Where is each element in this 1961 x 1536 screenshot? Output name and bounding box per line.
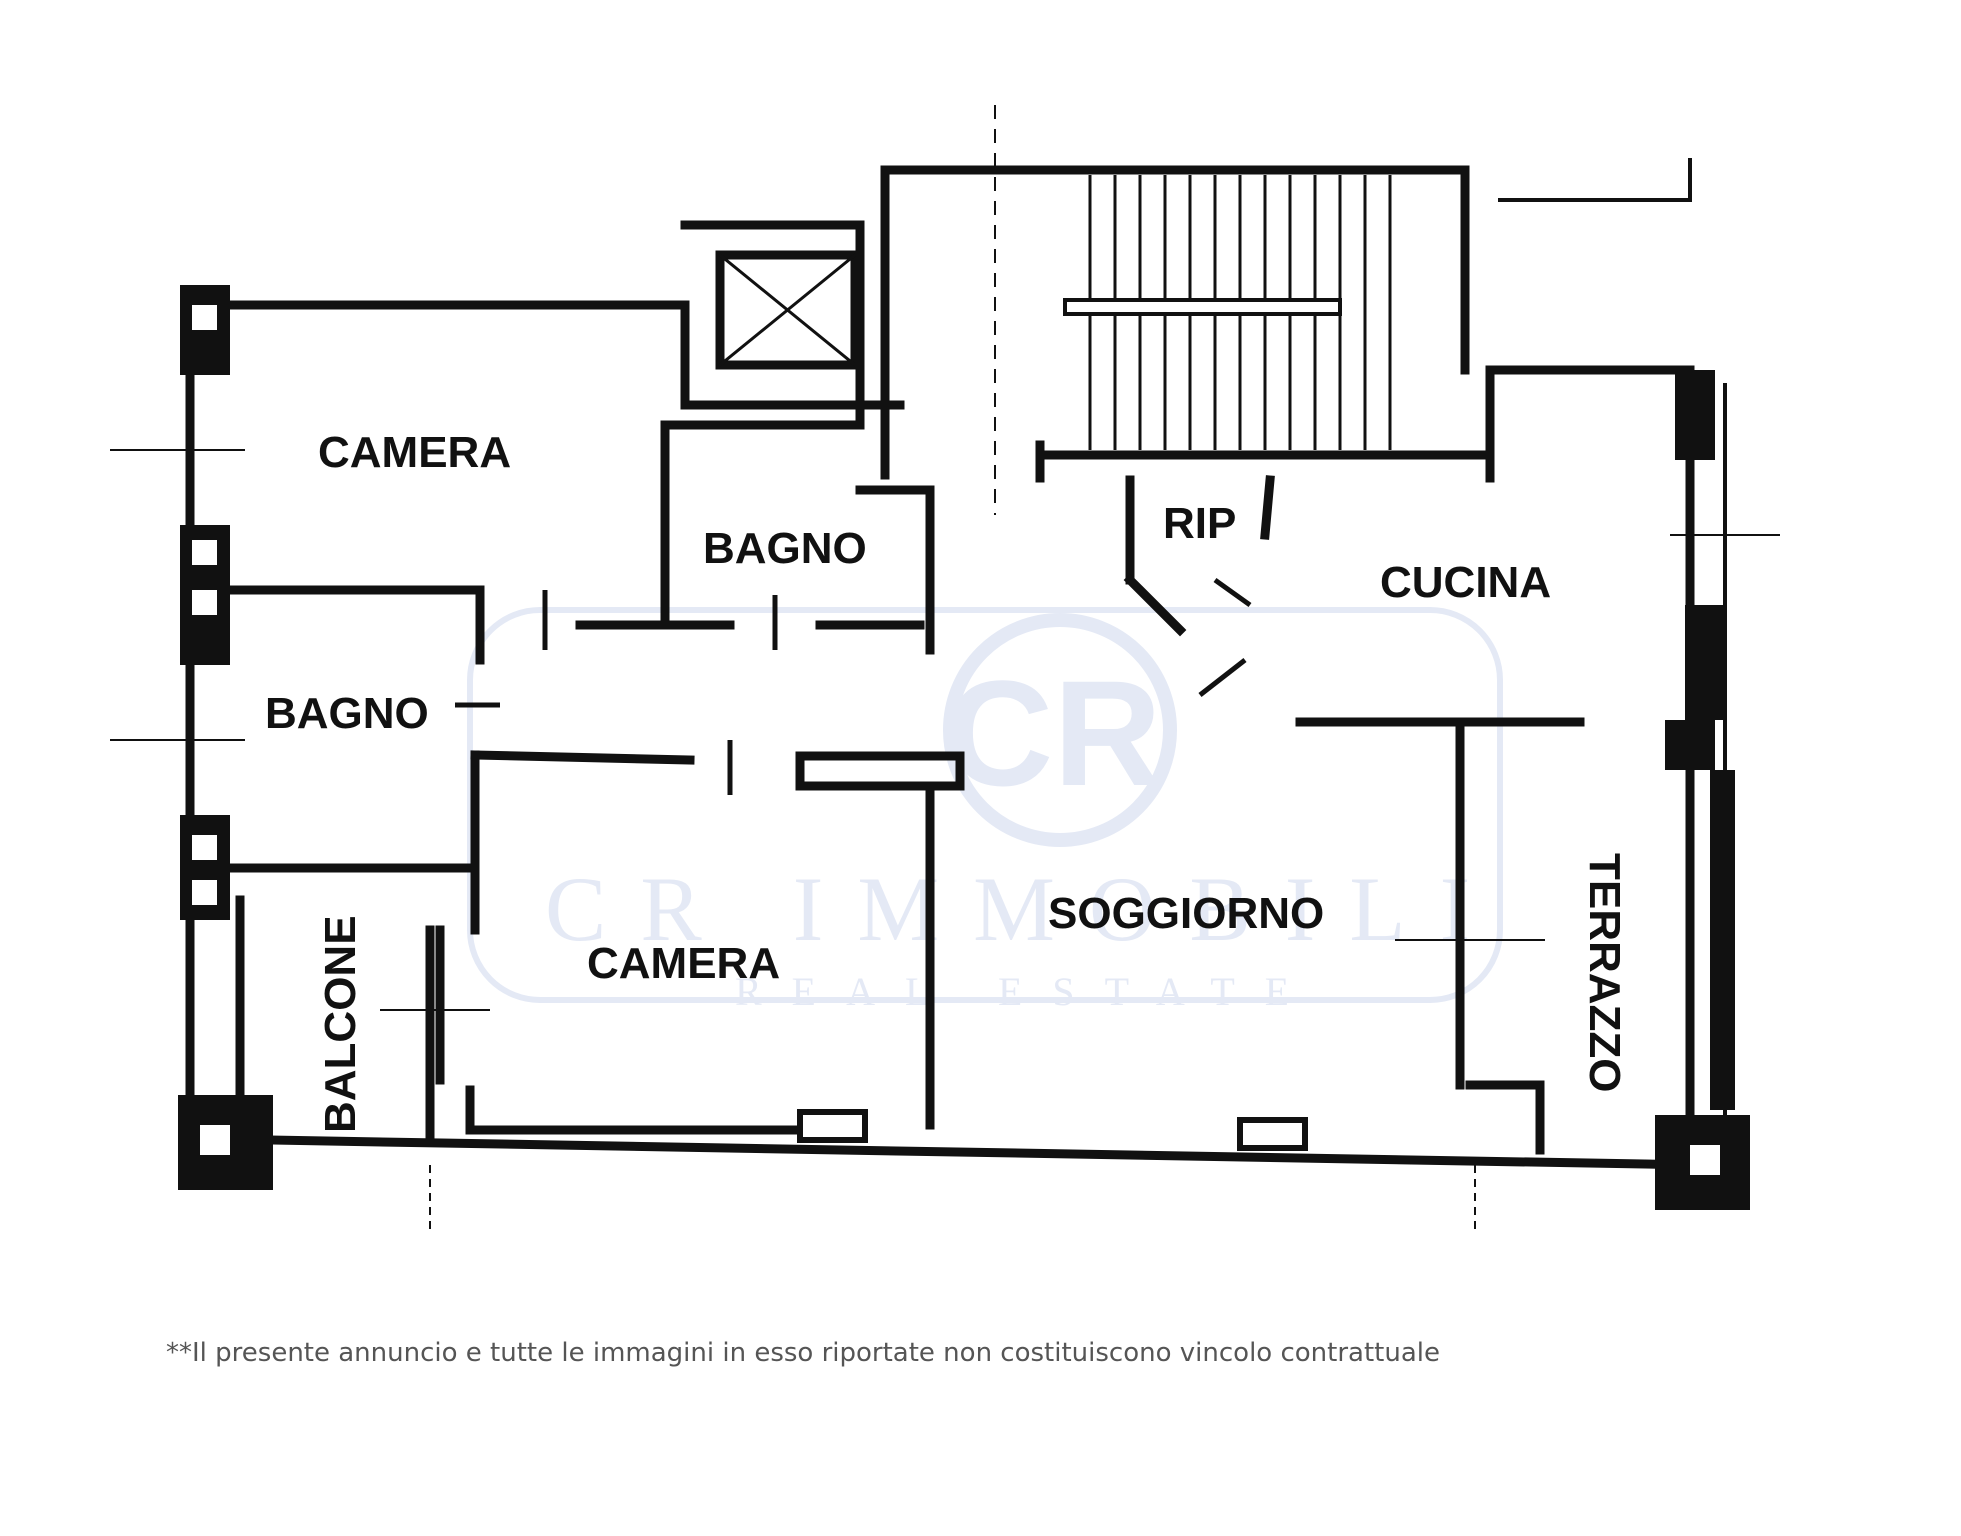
watermark: CR CR IMMOBILI REAL ESTATE	[467, 607, 1504, 1014]
dimension-lines	[110, 105, 1780, 1235]
room-label-terrazzo: TERRAZZO	[1580, 853, 1629, 1093]
watermark-tagline: REAL ESTATE	[735, 969, 1319, 1014]
room-label-rip: RIP	[1163, 499, 1236, 548]
watermark-logo: CR	[945, 649, 1162, 817]
room-label-balcone: BALCONE	[316, 915, 365, 1133]
watermark-name: CR IMMOBILI	[545, 858, 1504, 960]
room-label-camera-top: CAMERA	[318, 428, 511, 477]
door-marks	[455, 577, 1252, 795]
room-label-soggiorno: SOGGIORNO	[1048, 889, 1324, 938]
room-label-bagno-left: BAGNO	[265, 689, 429, 738]
pillar-holes	[192, 305, 1720, 1175]
room-label-cucina: CUCINA	[1380, 558, 1551, 607]
disclaimer-text: **Il presente annuncio e tutte le immagi…	[166, 1338, 1440, 1368]
room-label-bagno-center: BAGNO	[703, 524, 867, 573]
room-label-camera-bottom: CAMERA	[587, 939, 780, 988]
stairs	[1063, 175, 1392, 450]
watermark-frame	[467, 607, 1503, 1003]
watermark-logo-ring	[943, 613, 1177, 847]
room-labels: CAMERA BAGNO RIP CUCINA BAGNO SOGGIORNO …	[265, 428, 1629, 1133]
pillars	[178, 285, 1750, 1210]
walls	[185, 158, 1727, 1170]
windows	[797, 1109, 1308, 1151]
